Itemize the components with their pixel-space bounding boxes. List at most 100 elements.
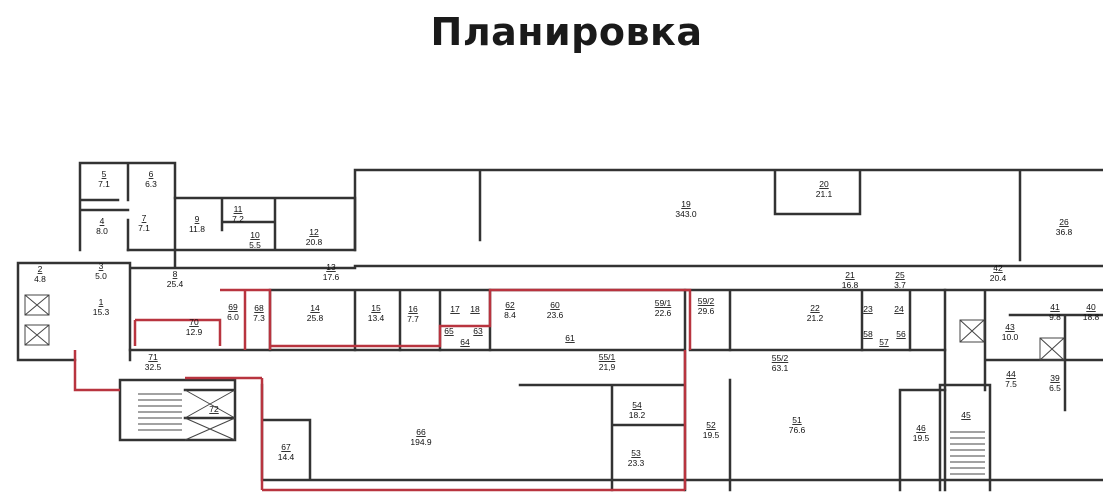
- room-number: 20: [819, 179, 829, 189]
- page-title: Планировка: [430, 10, 703, 54]
- room-number: 55/1: [599, 352, 616, 362]
- room-number: 19: [681, 199, 691, 209]
- room-label-r69: 696.0: [227, 302, 239, 322]
- room-area: 17.6: [323, 272, 340, 282]
- room-area: 21.1: [816, 189, 833, 199]
- room-area: 343.0: [675, 209, 697, 219]
- room-area: 14.4: [278, 452, 295, 462]
- room-number: 65: [444, 326, 454, 336]
- room-area: 194.9: [410, 437, 432, 447]
- room-number: 61: [565, 333, 575, 343]
- room-area: 7.2: [232, 214, 244, 224]
- floor-plan: 57.166.348.077.1911.8117.2105.51220.8193…: [16, 161, 1103, 492]
- room-number: 67: [281, 442, 291, 452]
- room-label-r58: 58: [863, 329, 873, 339]
- room-area: 19.5: [703, 430, 720, 440]
- leasable-area-outline: [73, 288, 692, 492]
- room-number: 1: [99, 297, 104, 307]
- room-label-r56: 56: [896, 329, 906, 339]
- room-number: 26: [1059, 217, 1069, 227]
- room-number: 5: [102, 169, 107, 179]
- room-number: 18: [470, 304, 480, 314]
- room-label-r44: 447.5: [1005, 369, 1017, 389]
- room-number: 62: [505, 300, 515, 310]
- room-area: 7.7: [407, 314, 419, 324]
- room-area: 19.5: [913, 433, 930, 443]
- room-area: 16.8: [842, 280, 859, 290]
- room-area: 25.4: [167, 279, 184, 289]
- room-area: 21.2: [807, 313, 824, 323]
- room-number: 9: [195, 214, 200, 224]
- room-number: 71: [148, 352, 158, 362]
- room-area: 8.4: [504, 310, 516, 320]
- room-number: 66: [416, 427, 426, 437]
- room-number: 42: [993, 263, 1003, 273]
- room-area: 18.2: [629, 410, 646, 420]
- room-area: 4.8: [34, 274, 46, 284]
- room-label-r61: 61: [565, 333, 575, 343]
- room-area: 6.0: [227, 312, 239, 322]
- room-area: 32.5: [145, 362, 162, 372]
- room-number: 43: [1005, 322, 1015, 332]
- room-number: 8: [173, 269, 178, 279]
- room-area: 6.5: [1049, 383, 1061, 393]
- room-number: 10: [250, 230, 260, 240]
- room-area: 76.6: [789, 425, 806, 435]
- room-label-r63: 63: [473, 326, 483, 336]
- room-area: 12.9: [186, 327, 203, 337]
- room-number: 41: [1050, 302, 1060, 312]
- room-label-r7: 77.1: [138, 213, 150, 233]
- room-number: 69: [228, 302, 238, 312]
- room-number: 11: [234, 204, 243, 214]
- room-number: 54: [632, 400, 642, 410]
- room-label-r17: 17: [450, 304, 460, 314]
- room-number: 68: [254, 303, 264, 313]
- room-number: 64: [460, 337, 470, 347]
- room-number: 39: [1050, 373, 1060, 383]
- room-area: 11.8: [189, 224, 205, 234]
- room-number: 55/2: [772, 353, 789, 363]
- room-number: 16: [408, 304, 418, 314]
- room-area: 36.8: [1056, 227, 1073, 237]
- room-labels: 57.166.348.077.1911.8117.2105.51220.8193…: [34, 169, 1099, 468]
- room-number: 53: [631, 448, 641, 458]
- room-number: 6: [149, 169, 154, 179]
- room-area: 29.6: [698, 306, 715, 316]
- room-label-r55_2: 55/263.1: [772, 353, 789, 373]
- room-number: 70: [189, 317, 199, 327]
- room-number: 12: [309, 227, 319, 237]
- room-label-r55_1: 55/121,9: [599, 352, 616, 372]
- room-area: 21,9: [599, 362, 616, 372]
- room-number: 52: [706, 420, 716, 430]
- room-number: 3: [99, 261, 104, 271]
- room-area: 10.0: [1002, 332, 1019, 342]
- room-area: 20.4: [990, 273, 1007, 283]
- room-label-r25: 253.7: [894, 270, 906, 290]
- room-area: 5.5: [249, 240, 261, 250]
- room-number: 24: [894, 304, 904, 314]
- room-label-r39: 396.5: [1049, 373, 1061, 393]
- room-label-r68: 687.3: [253, 303, 265, 323]
- room-area: 7.1: [138, 223, 150, 233]
- room-label-r2: 24.8: [34, 264, 46, 284]
- room-number: 22: [810, 303, 820, 313]
- room-label-r18: 18: [470, 304, 480, 314]
- room-number: 63: [473, 326, 483, 336]
- room-label-r23: 23: [863, 304, 873, 314]
